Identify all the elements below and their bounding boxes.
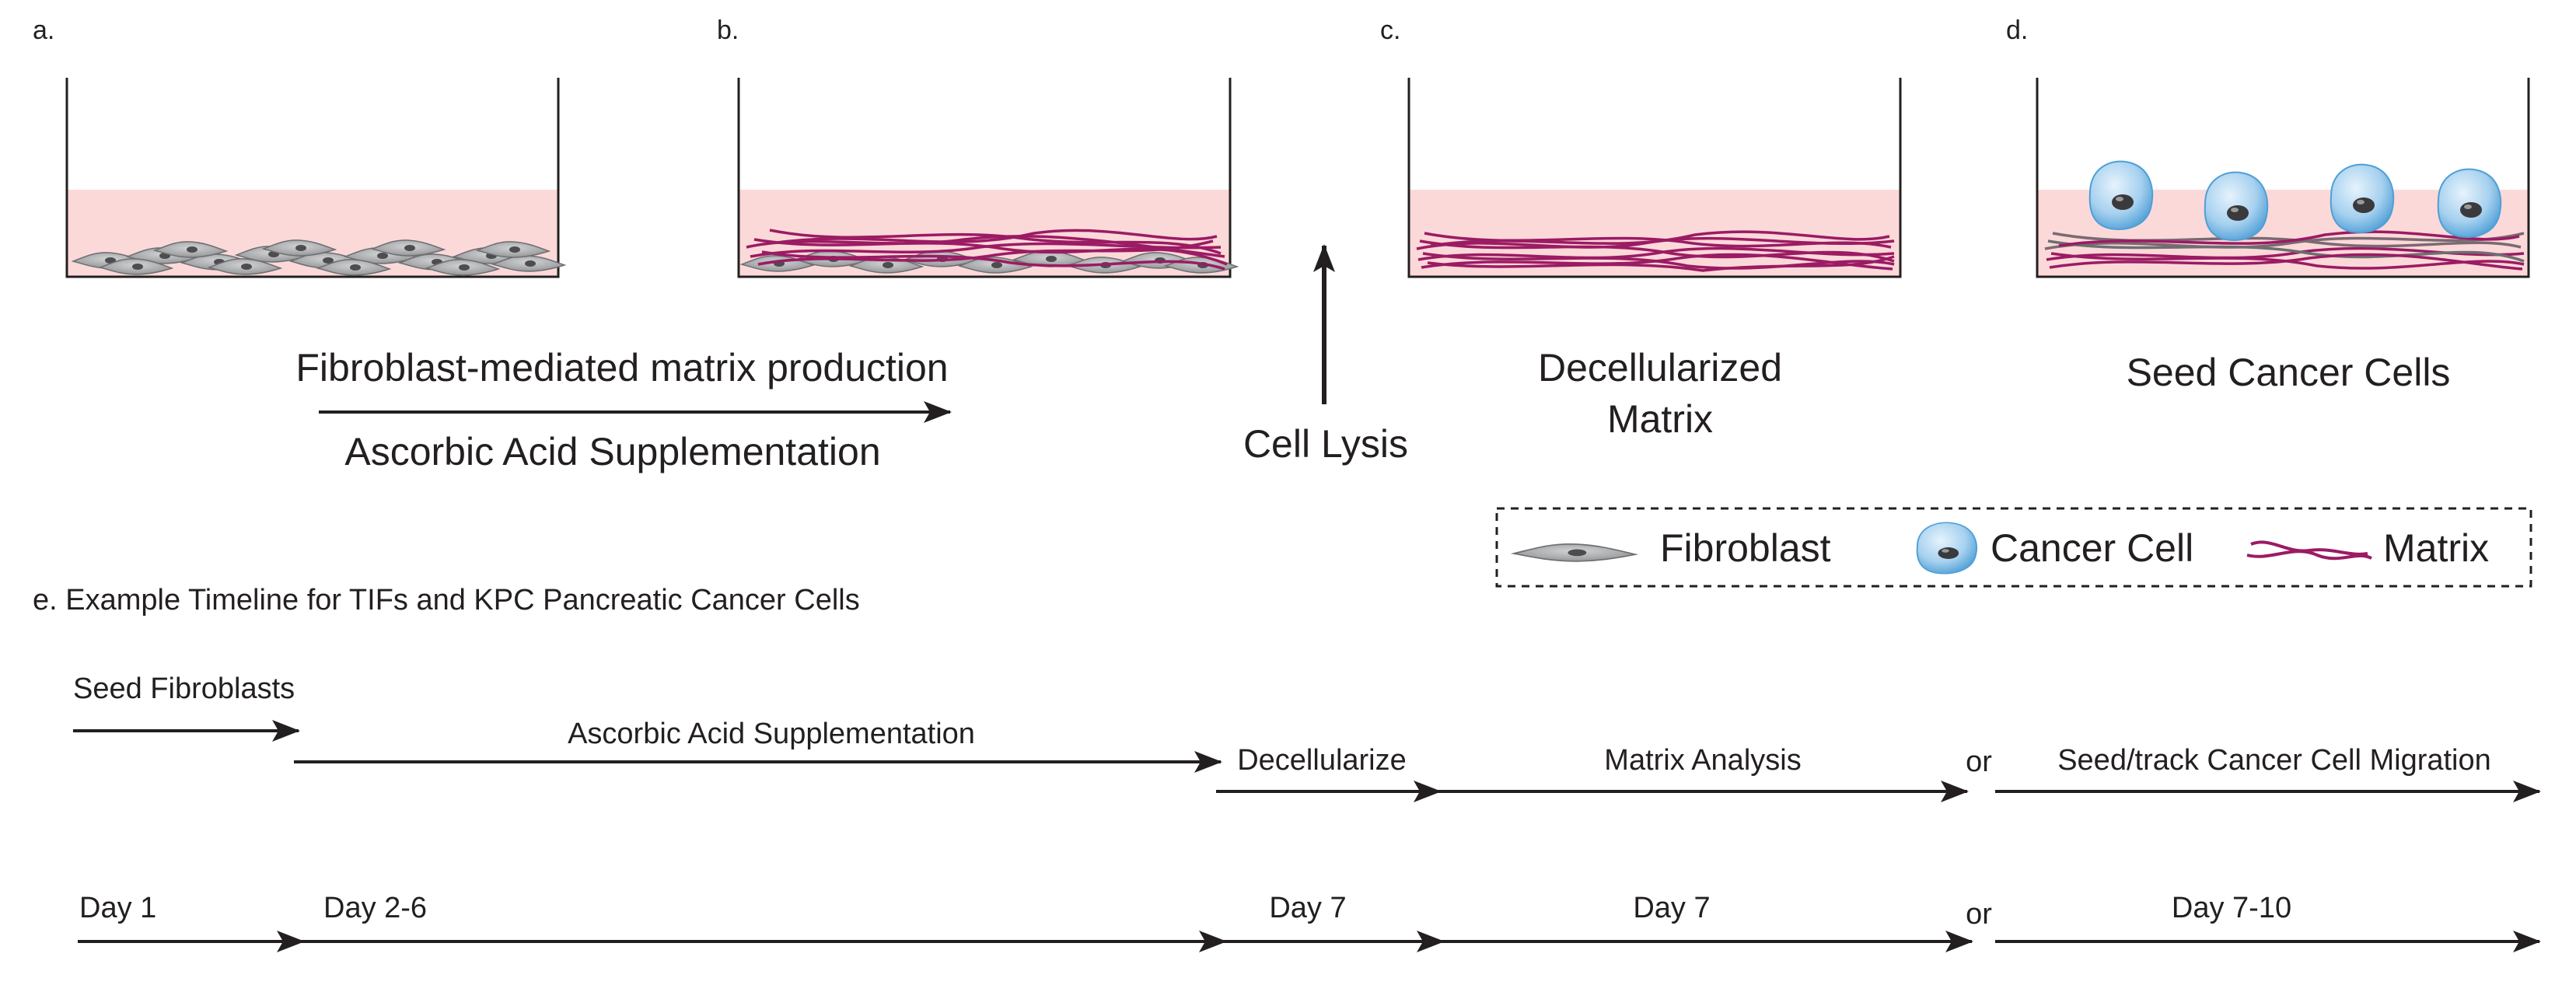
matrix-production-label: Fibroblast-mediated matrix production: [295, 346, 948, 389]
panel-c-label: c.: [1380, 16, 1400, 45]
step-or: or: [1966, 746, 1992, 778]
matrix-fibers: [1416, 230, 1895, 272]
day-or: or: [1966, 898, 1992, 931]
step-decellularize: Decellularize: [1237, 744, 1407, 777]
step-ascorbic: Ascorbic Acid Supplementation: [568, 718, 975, 750]
matrix-fibers: [746, 229, 1228, 271]
well-d: [2036, 78, 2530, 278]
legend-fibroblast: Fibroblast: [1660, 526, 1831, 570]
day-7-10: Day 7-10: [2172, 892, 2291, 924]
well-wall: [2036, 78, 2530, 278]
well-wall: [737, 78, 1232, 278]
well-wall: [1407, 78, 1902, 278]
well-wall: [65, 78, 560, 278]
ascorbic-label: Ascorbic Acid Supplementation: [344, 430, 880, 473]
step-matrix-analysis: Matrix Analysis: [1604, 744, 1801, 777]
legend-box: [1495, 507, 2532, 588]
well-b: [737, 78, 1238, 278]
timeline-title: e. Example Timeline for TIFs and KPC Pan…: [33, 584, 860, 617]
panel-d-label: d.: [2006, 16, 2028, 45]
day-7-decellularize: Day 7: [1269, 892, 1346, 924]
day-7-analysis: Day 7: [1633, 892, 1710, 924]
timeline-steps: Seed Fibroblasts Ascorbic Acid Supplemen…: [73, 672, 2541, 802]
decellularized-label-line2: Matrix: [1607, 397, 1713, 441]
panel-a-label: a.: [33, 16, 54, 45]
legend-cancer-cell: Cancer Cell: [1991, 526, 2193, 570]
cell-lysis-label: Cell Lysis: [1243, 422, 1408, 466]
step-migration: Seed/track Cancer Cell Migration: [2057, 744, 2491, 777]
matrix-fibers: [2044, 230, 2525, 271]
well-a: [65, 78, 565, 278]
well-c: [1407, 78, 1902, 278]
step-seed-fibroblasts: Seed Fibroblasts: [73, 672, 295, 705]
day-2-6: Day 2-6: [323, 892, 427, 924]
timeline-days: Day 1 Day 2-6 Day 7 Day 7 or Day 7-10: [78, 892, 2541, 952]
seed-cancer-cells-label: Seed Cancer Cells: [2127, 351, 2451, 394]
matrix-swatch: [2246, 540, 2372, 561]
legend: Fibroblast Cancer Cell Matrix: [1495, 507, 2532, 588]
fibroblast-swatch: [1512, 543, 1637, 563]
decellularized-label-line1: Decellularized: [1538, 346, 1782, 389]
day-1: Day 1: [79, 892, 156, 924]
cancer-cell-swatch: [1916, 522, 1978, 575]
legend-matrix: Matrix: [2383, 526, 2489, 570]
panel-b-label: b.: [717, 16, 739, 45]
